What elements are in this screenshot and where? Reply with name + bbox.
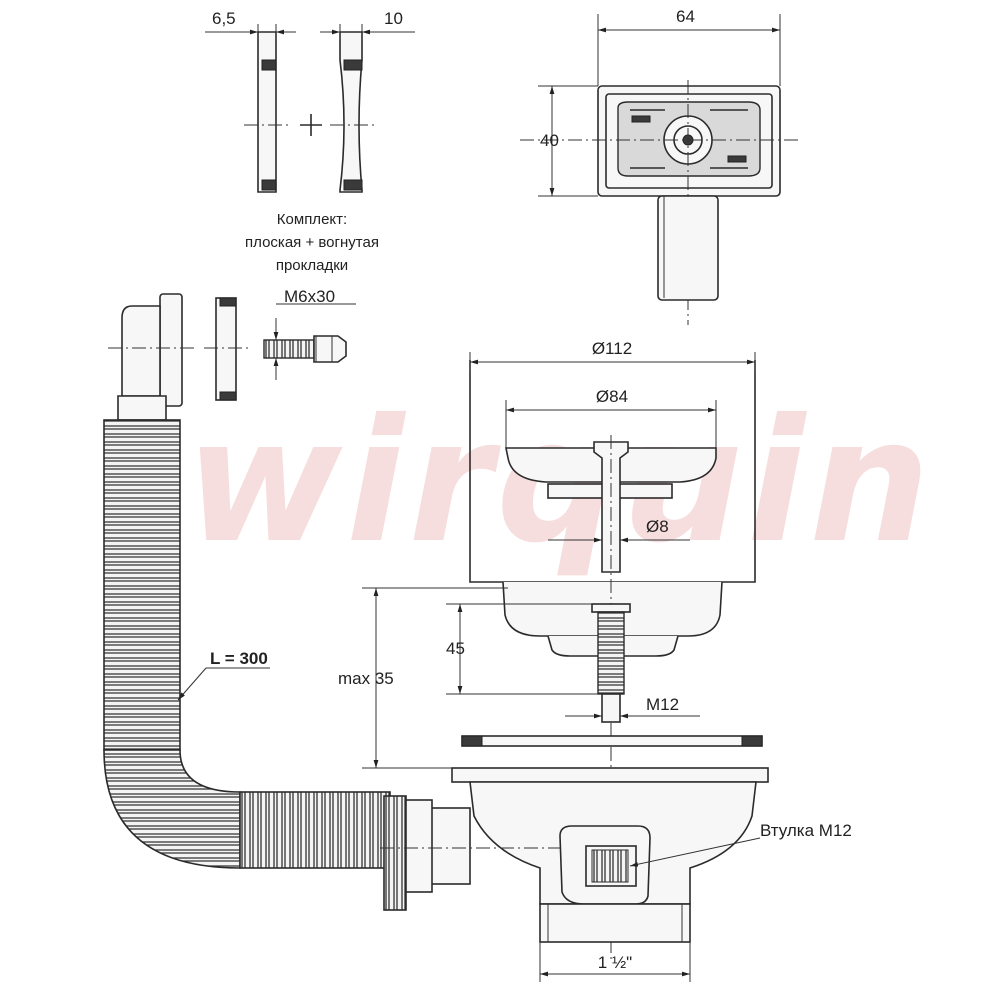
hose-connector-nut: [380, 795, 560, 911]
outer-diameter-label: Ø112: [592, 339, 632, 358]
dim-outlet: 1 ½": [539, 942, 691, 982]
head-height-label: 40: [540, 131, 559, 150]
hose-length-label: L = 300: [210, 649, 268, 668]
strainer-basket: [505, 435, 717, 960]
dim-curved-thickness: 10: [320, 9, 415, 40]
hose-length-callout: L = 300: [177, 649, 270, 701]
dim-rod-diameter: Ø8: [548, 517, 690, 543]
bolt-m6x30: M6x30: [263, 287, 356, 380]
bolt-label: M6x30: [284, 287, 335, 306]
flat-gasket-thickness-label: 6,5: [212, 9, 236, 28]
gasket-note-line2: плоская + вогнутая: [245, 234, 379, 251]
dim-flat-thickness: 6,5: [205, 9, 296, 40]
dim-rod-length: 45: [446, 603, 598, 695]
dim-basket-diameter: Ø84: [505, 387, 717, 448]
overflow-head: [520, 80, 800, 325]
bushing-callout: Втулка M12: [629, 821, 852, 867]
gasket-ring: [461, 735, 763, 747]
gasket-curved: [330, 31, 376, 193]
plus-sign: [300, 114, 322, 136]
rod-length-label: 45: [446, 639, 465, 658]
overflow-outlet: [108, 293, 196, 421]
head-width-label: 64: [676, 7, 695, 26]
gasket-flat: [244, 31, 290, 193]
bushing-label: Втулка M12: [760, 821, 852, 840]
basket-diameter-label: Ø84: [596, 387, 628, 406]
dim-thread: M12: [565, 695, 700, 719]
threaded-rod-m12: [591, 603, 631, 723]
rod-diameter-label: Ø8: [646, 517, 669, 536]
dim-outer-diameter: Ø112: [469, 339, 756, 372]
max-thickness-label: max 35: [338, 669, 394, 688]
corrugated-hose: [103, 419, 391, 869]
gasket-note-line3: прокладки: [276, 257, 348, 274]
curved-gasket-thickness-label: 10: [384, 9, 403, 28]
outlet-gasket: [204, 297, 248, 401]
waste-body: [451, 767, 769, 943]
thread-label: M12: [646, 695, 679, 714]
dim-head-width: 64: [597, 7, 781, 86]
gasket-note-line1: Комплект:: [277, 211, 347, 228]
outlet-size-label: 1 ½": [598, 953, 632, 972]
dim-head-height: 40: [538, 85, 598, 197]
